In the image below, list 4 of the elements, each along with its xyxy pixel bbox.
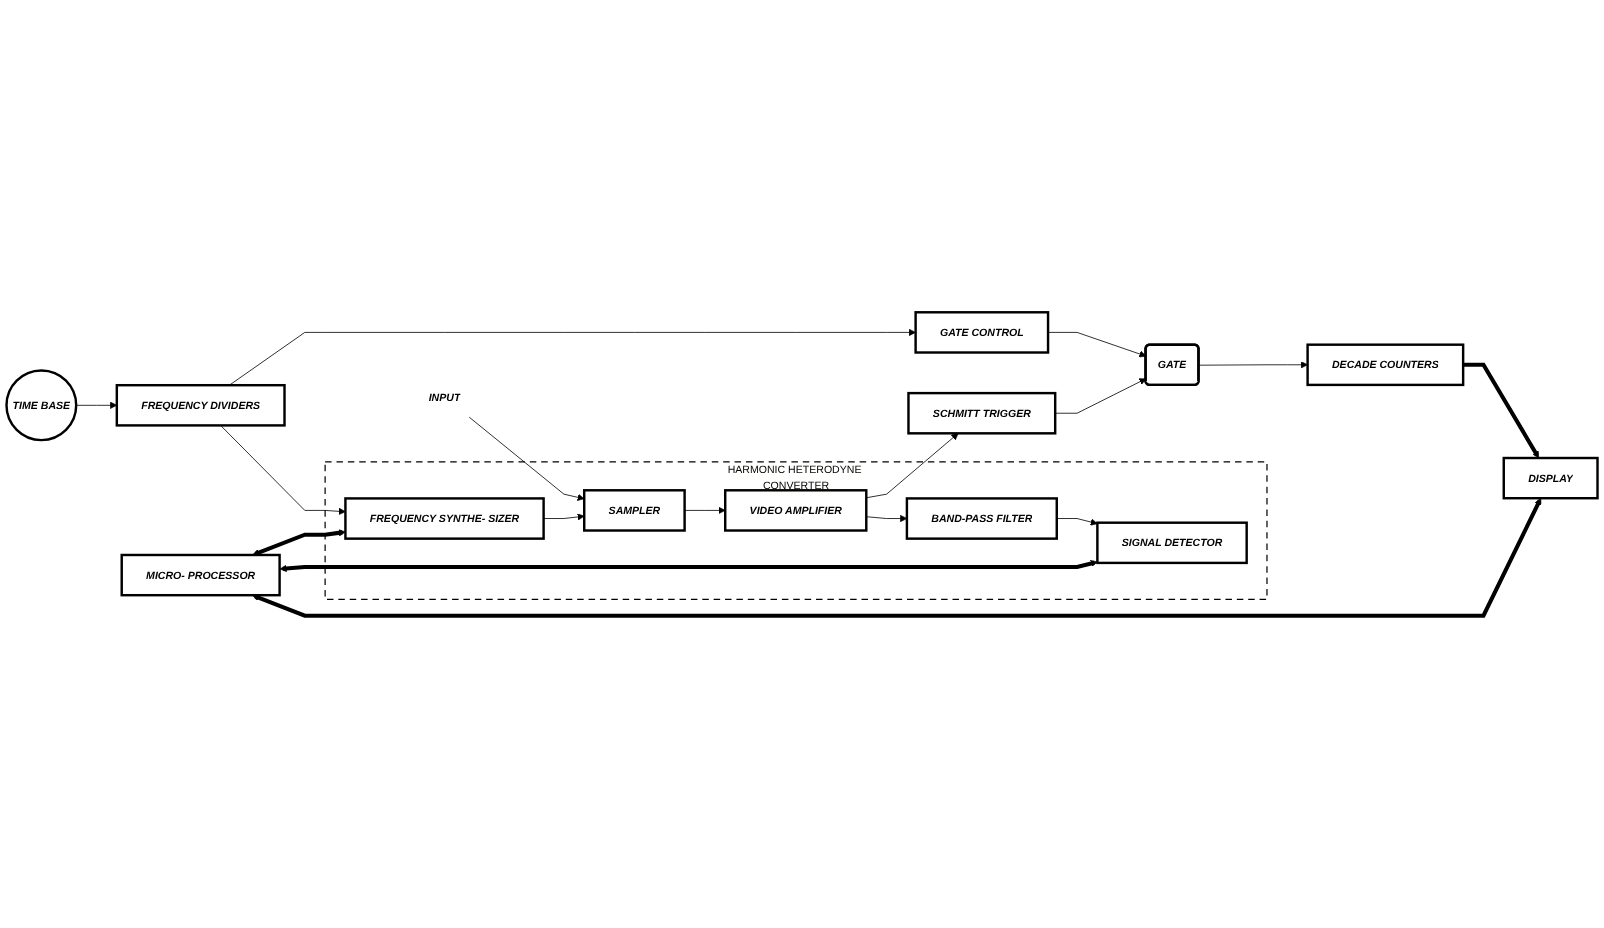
arrow — [252, 497, 1542, 618]
arrow — [252, 529, 346, 556]
arrow — [279, 560, 1098, 573]
arrow — [1463, 362, 1540, 459]
